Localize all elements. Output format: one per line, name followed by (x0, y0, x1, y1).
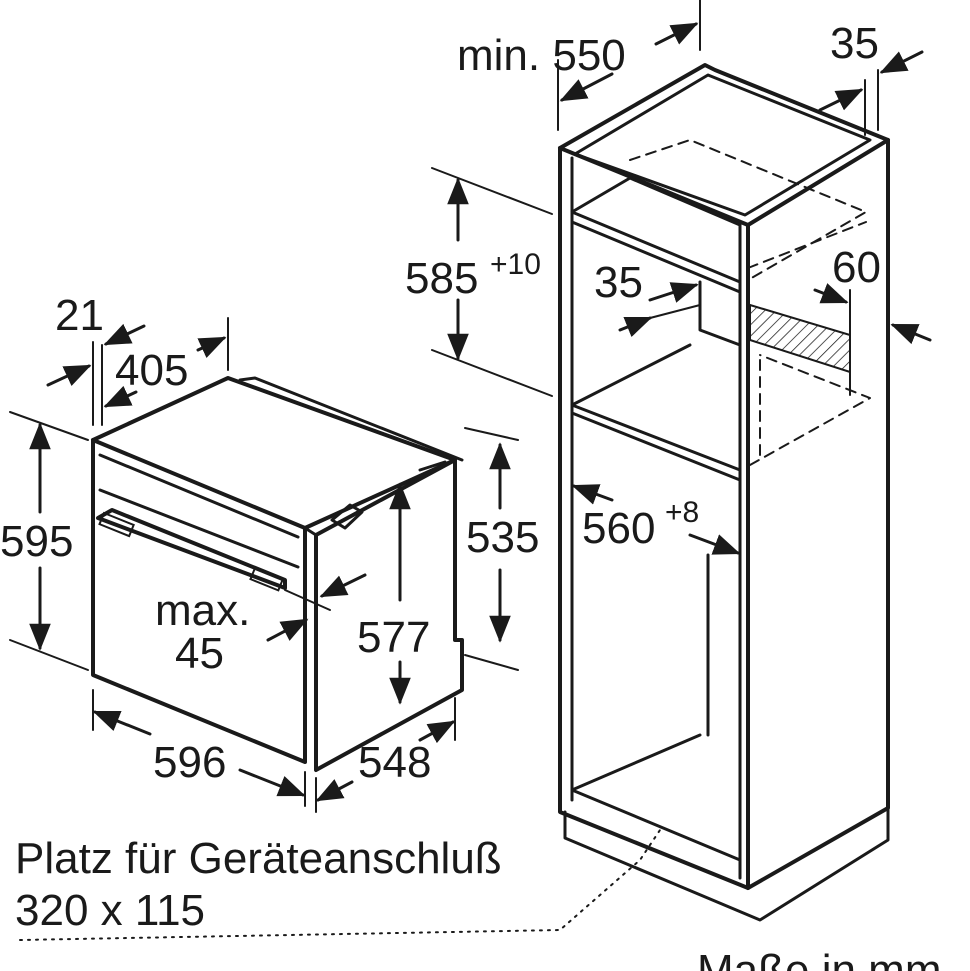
dim-vent35-arrow-a (648, 282, 699, 303)
dimension-labels: min. 550 35 585 +10 35 60 560 +8 21 405 … (0, 19, 881, 787)
lower-back (570, 733, 702, 792)
handle-mount-right (249, 566, 285, 592)
dim-35-arrow-b (879, 50, 924, 74)
oven-control-line (98, 488, 300, 569)
dim-596-arrow-right (238, 768, 306, 797)
cabinet-dimension-lines (431, 0, 932, 555)
dim-595-ext-bottom (9, 639, 89, 671)
oven-front-panel (91, 438, 307, 764)
label-595: 595 (0, 517, 73, 566)
handle-mount-left (98, 511, 135, 538)
label-405: 405 (115, 346, 188, 395)
label-21: 21 (55, 291, 104, 340)
oven-handle (96, 508, 287, 590)
dim-548-arrow-right (418, 720, 456, 744)
oven-side-rail (418, 460, 447, 472)
dim-vent35-ext (649, 304, 701, 319)
note-connection-space: Platz für Geräteanschluß (15, 834, 502, 883)
dim-60-arrow-a (813, 283, 849, 304)
oven (91, 376, 464, 772)
oven-dimension-lines (9, 317, 519, 813)
label-596: 596 (153, 738, 226, 787)
niche-bottom-shelf-depth (570, 343, 692, 407)
niche-bottom-shelf (570, 403, 742, 482)
cabinet (558, 63, 890, 922)
label-585: 585 (405, 254, 478, 303)
dim-45-arrow-b (266, 618, 309, 642)
rear-top-dashed-2 (747, 221, 867, 269)
oven-top-back (238, 376, 464, 462)
label-535: 535 (466, 513, 539, 562)
label-min-550: min. 550 (457, 31, 626, 80)
note-units: Maße in mm (697, 946, 941, 971)
connection-leader-dotted (19, 829, 661, 941)
label-45: 45 (175, 629, 224, 678)
dim-vent35-arrow-b (618, 316, 653, 338)
dim-550-arrow-right (654, 22, 699, 46)
dim-21-arrow-b (103, 323, 146, 346)
label-side-35: 35 (830, 19, 879, 68)
niche-back-wall (698, 280, 742, 347)
cabinet-plinth (563, 806, 890, 922)
label-577: 577 (357, 613, 430, 662)
oven-edge (303, 526, 318, 537)
dim-550-arrow-left (559, 72, 614, 102)
dim-21-arrow-a (46, 364, 92, 387)
dim-535-ext-bottom (464, 654, 519, 671)
dim-405-arrow-left (103, 385, 138, 408)
dim-596-arrow-left (92, 710, 152, 736)
label-585-tolerance: +10 (490, 248, 541, 281)
vent-slot-hatched (749, 303, 851, 374)
dim-548-arrow-left (315, 779, 354, 802)
cabinet-top-inner (573, 73, 872, 217)
dim-45-ext (284, 589, 331, 611)
notes: Platz für Geräteanschluß 320 x 115 Maße … (15, 834, 941, 971)
dim-405-arrow-right (196, 336, 227, 358)
label-vent-35: 35 (594, 258, 643, 307)
label-max: max. (155, 586, 250, 635)
niche-top-shelf (570, 210, 742, 294)
label-548: 548 (358, 738, 431, 787)
oven-top-edge (98, 453, 300, 539)
niche-top-shelf-depth (570, 176, 742, 227)
dim-35-arrow-a (818, 88, 864, 112)
dim-585-ext-bottom (431, 349, 553, 397)
dim-535-ext-top (464, 427, 519, 441)
rear-bottom-dashed (749, 354, 871, 466)
label-560-tolerance: +8 (665, 496, 699, 529)
rear-top-dashed (629, 139, 867, 281)
label-560: 560 (582, 504, 655, 553)
oven-top (91, 376, 457, 530)
dim-595-ext-top (9, 411, 89, 441)
label-vent-60: 60 (832, 243, 881, 292)
cabinet-top (558, 63, 890, 150)
dim-560-arrow-right (688, 533, 741, 555)
dim-560-arrow-left (571, 484, 614, 505)
cabinet-right-side (746, 138, 890, 890)
lower-bottom (570, 788, 742, 862)
dim-585-ext-top (431, 167, 553, 215)
dim-45-arrow-a (319, 573, 367, 598)
oven-side-notch (330, 503, 364, 530)
note-connection-size: 320 x 115 (15, 886, 205, 935)
dim-60-arrow-b (890, 323, 932, 345)
oven-body-side (314, 458, 464, 772)
